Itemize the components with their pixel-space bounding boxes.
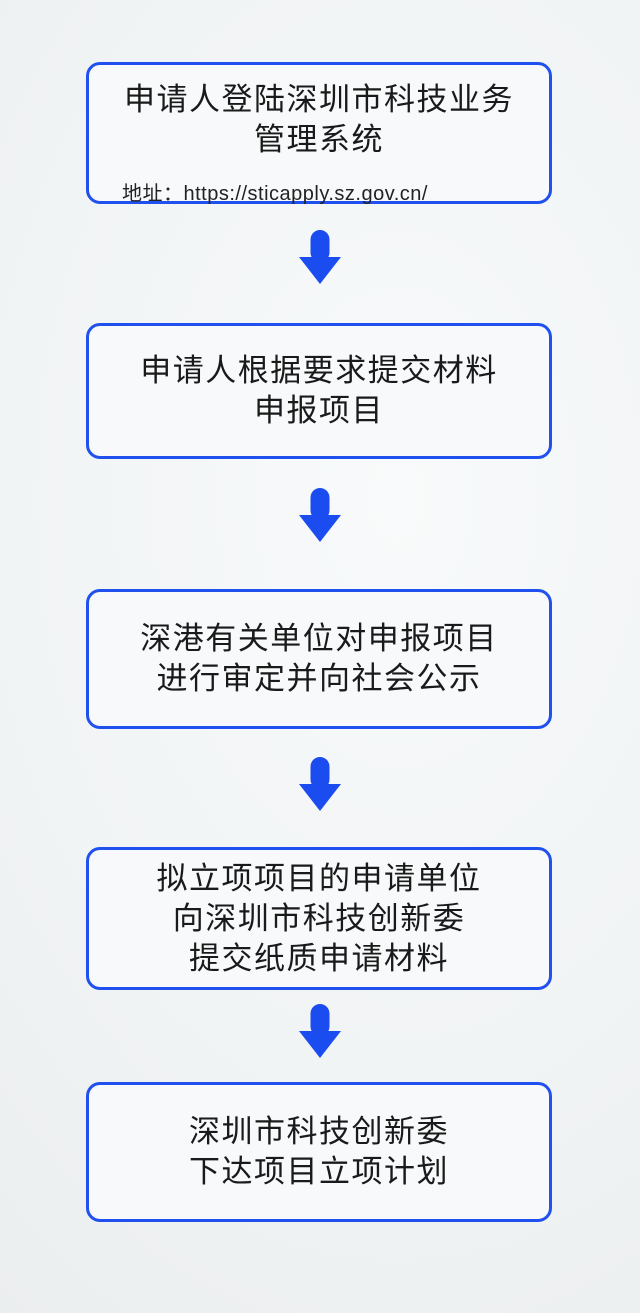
title-line: 提交纸质申请材料 (189, 940, 449, 976)
flow-step-login-system: 申请人登陆深圳市科技业务 管理系统 地址：https://sticapply.s… (86, 62, 552, 205)
title-line: 下达项目立项计划 (189, 1154, 449, 1189)
flow-step-submit-materials: 申请人根据要求提交材料 申报项目 (86, 323, 552, 459)
title-line: 申请人根据要求提交材料 (140, 353, 498, 388)
title-line: 申请人登陆深圳市科技业务 (124, 82, 514, 117)
title-line: 进行审定并向社会公示 (156, 661, 482, 696)
flow-step-title: 深港有关单位对申报项目 进行审定并向社会公示 (140, 619, 498, 699)
flow-step-title: 深圳市科技创新委 下达项目立项计划 (189, 1112, 449, 1192)
title-line: 向深圳市科技创新委 (172, 900, 466, 936)
title-line: 深圳市科技创新委 (189, 1114, 449, 1149)
flow-step-review-publicity: 深港有关单位对申报项目 进行审定并向社会公示 (86, 589, 552, 729)
flow-step-title: 申请人登陆深圳市科技业务 管理系统 (124, 80, 514, 160)
title-line: 申报项目 (254, 393, 384, 428)
arrow-down-icon (299, 1004, 341, 1058)
title-line: 深港有关单位对申报项目 (140, 621, 498, 656)
flow-step-url-note: 地址：https://sticapply.sz.gov.cn/ (122, 183, 428, 205)
flow-step-project-plan-issued: 深圳市科技创新委 下达项目立项计划 (86, 1082, 552, 1222)
title-line: 管理系统 (254, 122, 384, 157)
flow-step-title: 拟立项项目的申请单位 向深圳市科技创新委 提交纸质申请材料 (157, 859, 482, 979)
arrow-down-icon (299, 757, 341, 811)
flow-step-title: 申请人根据要求提交材料 申报项目 (140, 351, 498, 431)
title-line: 拟立项项目的申请单位 (156, 860, 482, 896)
flow-step-paper-application: 拟立项项目的申请单位 向深圳市科技创新委 提交纸质申请材料 (86, 847, 552, 990)
arrow-down-icon (299, 230, 341, 284)
arrow-down-icon (299, 488, 341, 542)
